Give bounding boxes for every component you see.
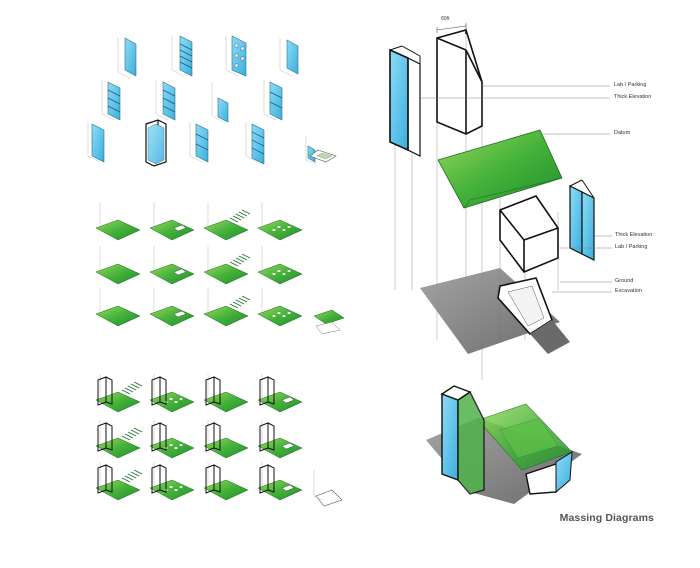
massing-study-tile xyxy=(203,288,251,327)
elevation-panel-9 xyxy=(91,123,105,163)
callout-thick-elevation-top: Thick Elevation xyxy=(614,94,652,100)
massing-study-tile xyxy=(257,202,303,241)
massing-study-tile xyxy=(203,246,251,285)
massing-study-tile xyxy=(257,462,303,501)
massing-study-tile xyxy=(95,288,141,327)
elevation-panel-12 xyxy=(307,145,316,163)
massing-study-tile xyxy=(257,288,303,327)
massing-study-tile xyxy=(203,202,251,241)
massing-study-tile xyxy=(95,374,143,413)
elevation-panel-4 xyxy=(286,39,299,75)
callout-ground: Ground xyxy=(615,278,634,284)
dimension-label-80ft: 80ft xyxy=(441,16,450,22)
massing-study-tile xyxy=(203,374,249,413)
massing-study-tile xyxy=(95,462,143,501)
elevation-panel-3 xyxy=(231,35,247,77)
massing-study-tile xyxy=(149,420,195,459)
massing-study-tile xyxy=(95,246,141,285)
massing-study-tile xyxy=(149,288,195,327)
massing-study-tile xyxy=(203,462,249,501)
datum-plane xyxy=(437,129,563,209)
massing-study-tile xyxy=(95,420,143,459)
elevation-panel-7 xyxy=(217,97,229,123)
lab-parking-top xyxy=(436,29,483,135)
combined-massing-studies-grid xyxy=(95,374,343,507)
elevation-panel-10 xyxy=(195,123,209,163)
ground-plane xyxy=(420,268,570,354)
lab-parking-mid xyxy=(499,195,559,273)
elevation-panel-11 xyxy=(251,123,265,165)
exploded-axonometric xyxy=(389,23,612,504)
assembled-massing xyxy=(426,385,582,504)
elevation-panels-grid xyxy=(87,35,337,167)
callout-thick-elevation-mid: Thick Elevation xyxy=(615,232,653,238)
sheet-title: Massing Diagrams xyxy=(559,512,654,524)
thick-elevation-top xyxy=(389,45,421,157)
massing-study-tile xyxy=(203,420,249,459)
elevation-panel-2 xyxy=(179,35,193,77)
callout-datum: Datum xyxy=(614,130,631,136)
datum-plane-studies-grid xyxy=(95,202,345,335)
elevation-panel-8 xyxy=(269,81,283,121)
callout-lab-parking-mid: Lab / Parking xyxy=(615,244,648,250)
massing-study-tile xyxy=(257,246,303,285)
massing-study-tile xyxy=(257,374,303,413)
callout-excavation: Excavation xyxy=(615,288,642,294)
thick-elevation-mid xyxy=(569,179,595,261)
massing-study-tile xyxy=(149,374,195,413)
massing-study-tile xyxy=(257,420,303,459)
massing-study-tile xyxy=(95,202,141,241)
massing-study-tile xyxy=(149,462,195,501)
massing-study-tile xyxy=(149,246,195,285)
elevation-panel-1 xyxy=(124,37,137,77)
callout-lab-parking-top: Lab / Parking xyxy=(614,82,647,88)
massing-study-tile xyxy=(149,202,195,241)
